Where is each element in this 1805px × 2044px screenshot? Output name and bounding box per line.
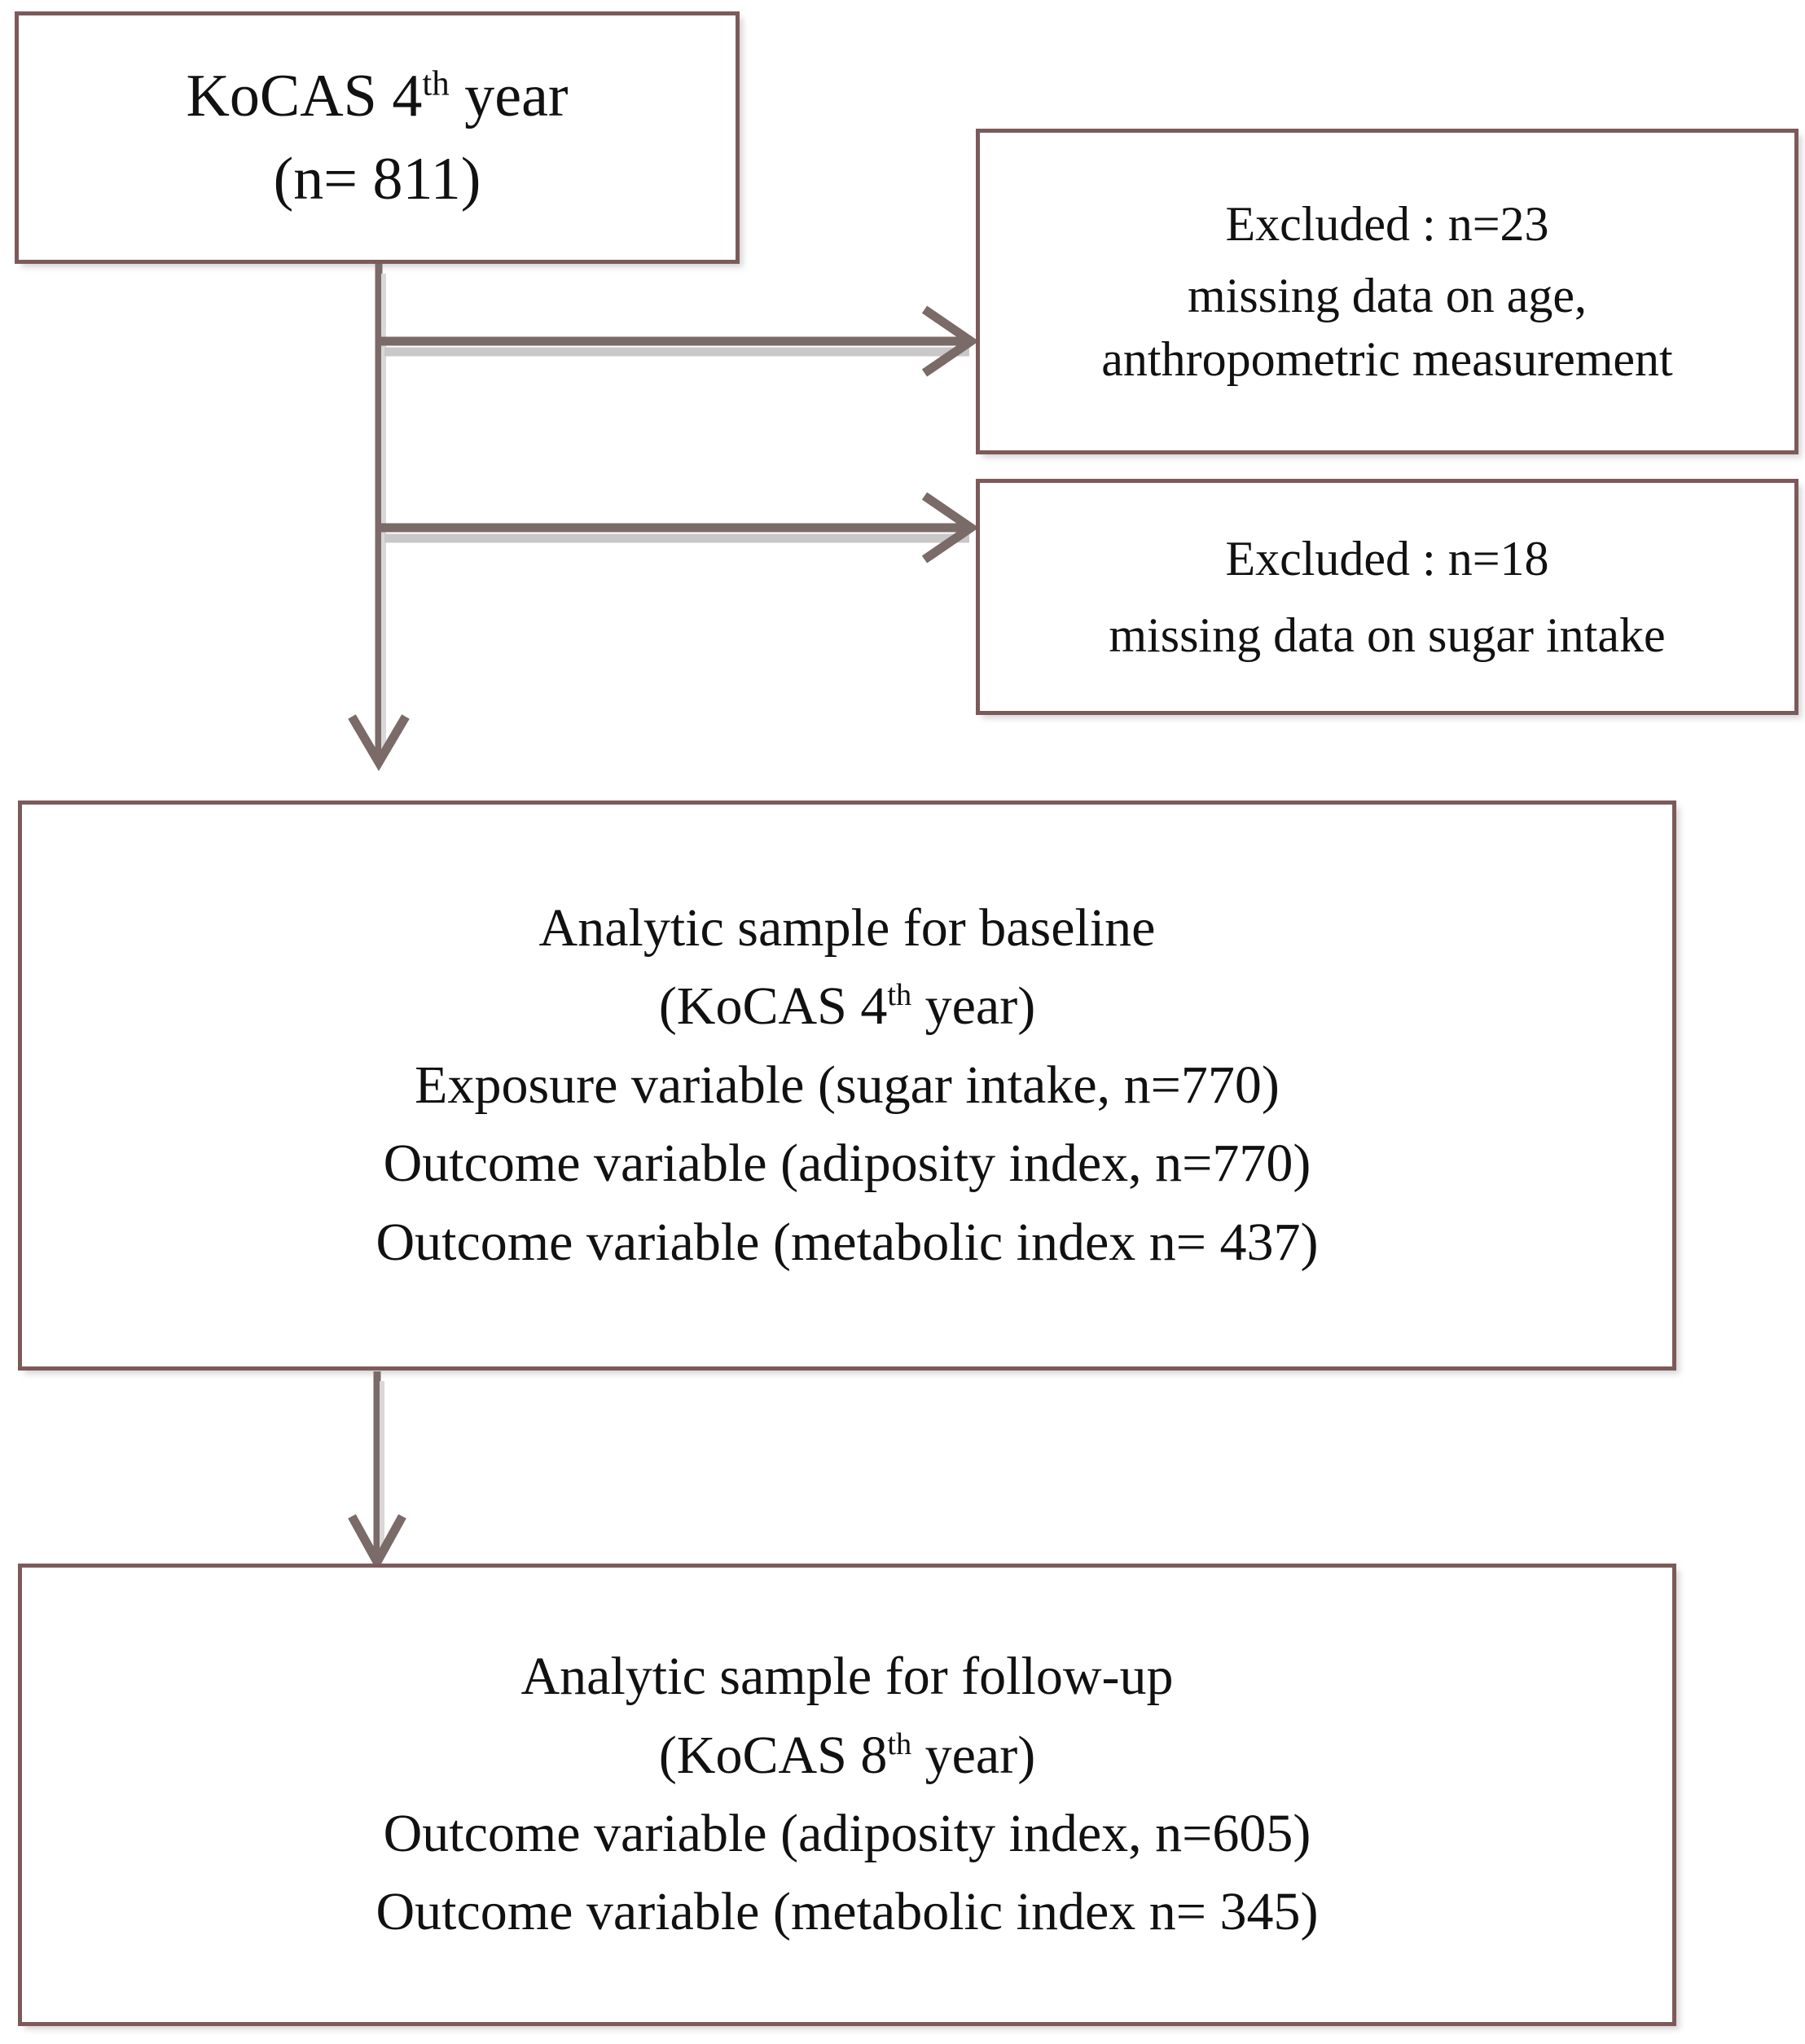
ordinal-superscript: th bbox=[422, 64, 450, 103]
excluded-age-line-1: Excluded : n=23 bbox=[1225, 197, 1549, 251]
source-line-2: (n= 811) bbox=[273, 146, 481, 213]
box-analytic-sample-baseline: Analytic sample for baseline (KoCAS 4th … bbox=[18, 800, 1676, 1371]
followup-line-2: (KoCAS 8th year) bbox=[658, 1725, 1036, 1785]
excluded-sugar-line-2: missing data on sugar intake bbox=[1109, 608, 1666, 662]
excluded-age-line-2: missing data on age, bbox=[1188, 269, 1587, 322]
excluded-age-line-3: anthropometric measurement bbox=[1101, 332, 1673, 386]
followup-line-4: Outcome variable (metabolic index n= 345… bbox=[375, 1882, 1319, 1942]
connector-branch-excluded-sugar bbox=[379, 492, 979, 564]
ordinal-superscript: th bbox=[887, 978, 912, 1013]
source-line-1: KoCAS 4th year bbox=[186, 62, 569, 129]
excluded-sugar-line-1: Excluded : n=18 bbox=[1225, 532, 1549, 586]
connector-branch-excluded-age bbox=[379, 305, 979, 377]
baseline-line-3: Exposure variable (sugar intake, n=770) bbox=[415, 1055, 1280, 1115]
baseline-line-2: (KoCAS 4th year) bbox=[658, 976, 1036, 1037]
baseline-line-5: Outcome variable (metabolic index n= 437… bbox=[375, 1212, 1319, 1272]
box-excluded-missing-age: Excluded : n=23 missing data on age, ant… bbox=[976, 129, 1798, 454]
box-source-population: KoCAS 4th year (n= 811) bbox=[15, 11, 740, 264]
connector-baseline-to-followup bbox=[348, 1371, 406, 1572]
followup-line-3: Outcome variable (adiposity index, n=605… bbox=[383, 1804, 1311, 1863]
baseline-line-4: Outcome variable (adiposity index, n=770… bbox=[383, 1134, 1311, 1194]
box-analytic-sample-followup: Analytic sample for follow-up (KoCAS 8th… bbox=[18, 1564, 1676, 2026]
followup-line-1: Analytic sample for follow-up bbox=[520, 1647, 1174, 1707]
baseline-line-1: Analytic sample for baseline bbox=[538, 898, 1156, 958]
ordinal-superscript: th bbox=[887, 1726, 912, 1761]
box-excluded-missing-sugar: Excluded : n=18 missing data on sugar in… bbox=[976, 479, 1798, 715]
